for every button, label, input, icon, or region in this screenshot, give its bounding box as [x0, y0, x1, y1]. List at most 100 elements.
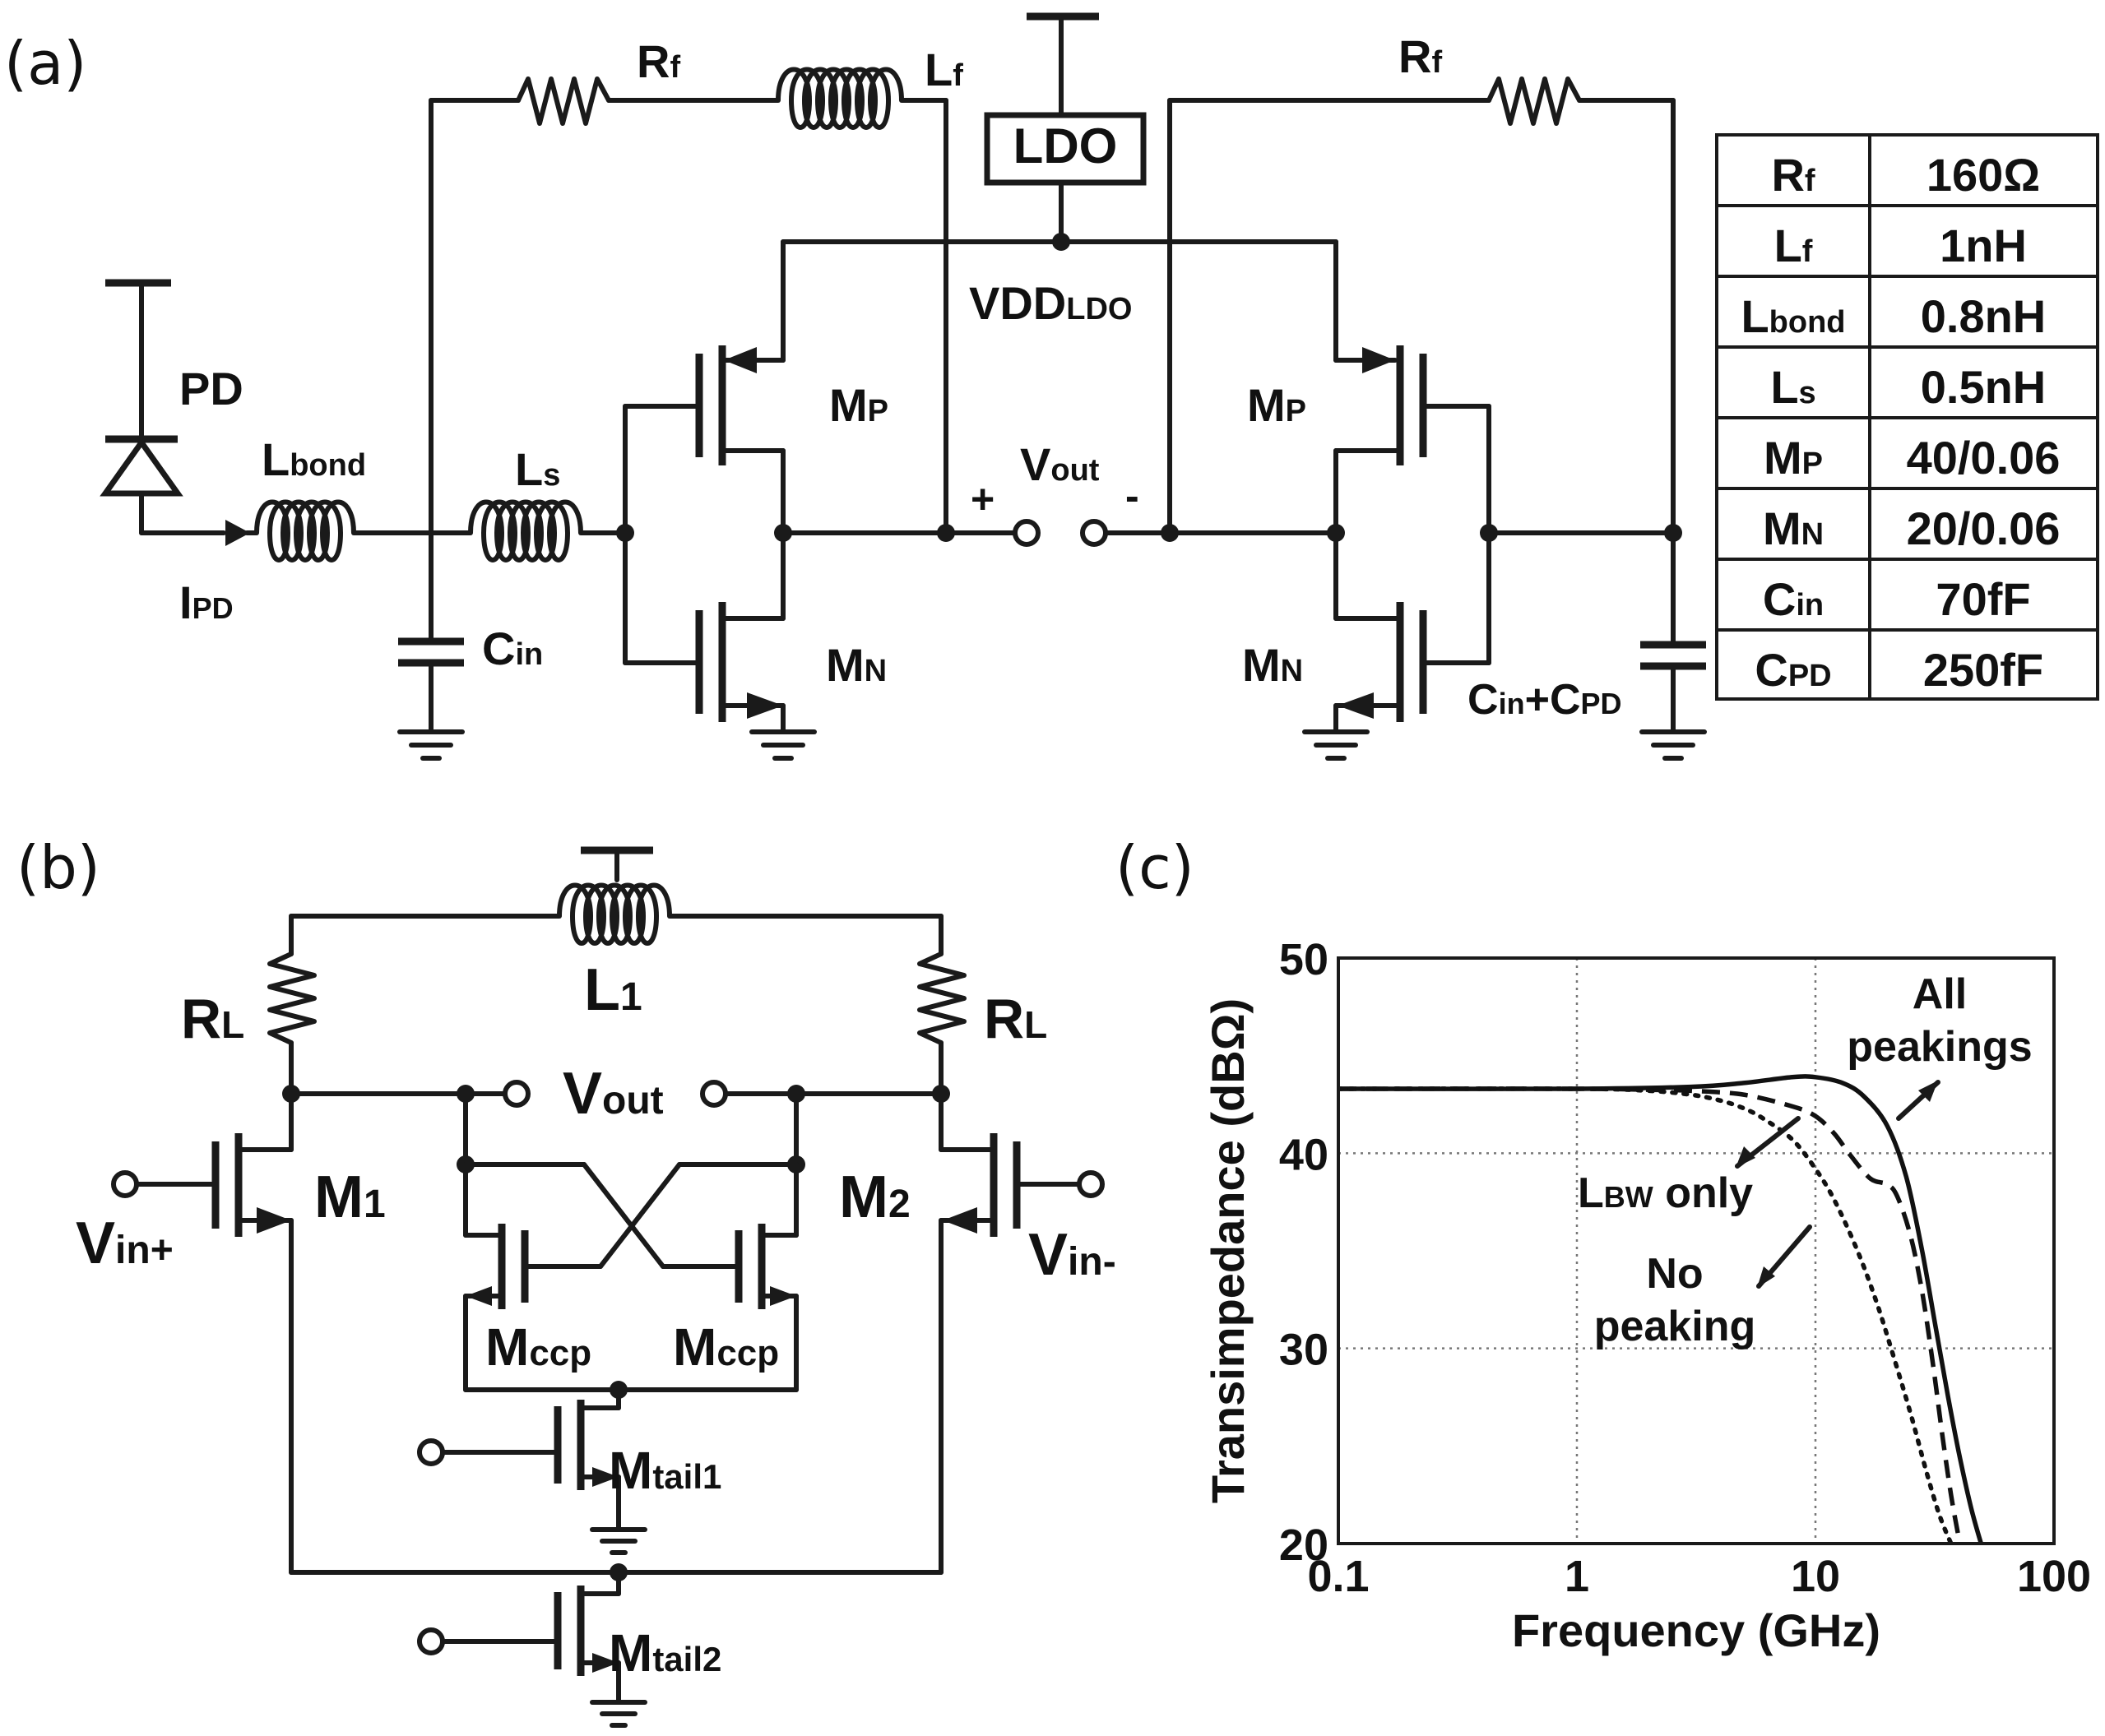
mtail1-gate-terminal: [417, 1438, 445, 1466]
cin-label: Cin: [482, 623, 543, 674]
table-row: MN 20/0.06: [1763, 502, 2060, 554]
param-value: 70fF: [1936, 573, 2030, 625]
m2-label: M2: [839, 1164, 911, 1230]
photodiode: [100, 279, 259, 546]
lf-label: Lf: [925, 44, 963, 95]
lbond-inductor: [254, 499, 356, 562]
vout-b-left-terminal: [503, 1080, 531, 1108]
panel-b-label: (b): [16, 833, 100, 902]
vout-a-label: Vout: [1020, 438, 1100, 490]
annotation-all-arrow-head: [1918, 1081, 1938, 1102]
param-value: 160Ω: [1926, 149, 2040, 201]
param-name: CPD: [1755, 644, 1831, 696]
vout-minus-terminal: [1080, 519, 1108, 547]
param-name: MP: [1764, 432, 1823, 484]
parameter-table: [1715, 133, 2099, 701]
y-tick-label: 50: [1279, 935, 1328, 984]
mn-right-arrow: [1338, 692, 1374, 719]
param-value: 40/0.06: [1907, 432, 2061, 484]
table-row: CPD 250fF: [1755, 644, 2043, 696]
param-value: 0.8nH: [1921, 290, 2047, 342]
mp-left-arrow: [724, 347, 757, 373]
chart-curves: [1338, 1074, 1984, 1544]
current-arrow: [225, 520, 250, 546]
cin-cpd-label: Cin+CPD: [1467, 676, 1622, 724]
mp-right-label: MP: [1247, 379, 1306, 431]
rl-left-resistor: [267, 951, 317, 1045]
panel-c-label: (c): [1115, 833, 1194, 902]
mtail1-label: Mtail1: [609, 1441, 721, 1500]
cross-coupled-pair: [457, 1091, 805, 1399]
m1-transistor: [111, 1091, 294, 1575]
ls-label: Ls: [515, 443, 560, 495]
mtail2-transistor: [417, 1570, 647, 1728]
rf-left-label: Rf: [637, 35, 680, 87]
series-line-solid: [1338, 1074, 1984, 1544]
x-tick-label: 100: [2017, 1552, 2091, 1601]
vout-plus-sign: +: [971, 476, 995, 522]
y-tick-label: 30: [1279, 1326, 1328, 1375]
param-value: 0.5nH: [1921, 361, 2047, 413]
right-inverter: [1161, 239, 1682, 761]
mp-left-label: MP: [829, 379, 888, 431]
ldo-block: [984, 12, 1147, 244]
table-row: Lf 1nH: [1774, 220, 2027, 271]
rf-right-resistor: [1486, 76, 1582, 126]
annotation-all-peakings-line2: peakings: [1847, 1023, 2032, 1071]
l1-inductor: [557, 882, 672, 946]
ipd-label: IPD: [179, 576, 234, 628]
vout-b-right-terminal: [700, 1080, 728, 1108]
mn-left-label: MN: [826, 639, 887, 691]
series-line-dotted: [1338, 1086, 1954, 1544]
annotation-no-peaking-line1: No: [1646, 1250, 1703, 1298]
mccp-right-label: Mccp: [673, 1317, 779, 1377]
mtail2-label: Mtail2: [609, 1623, 721, 1683]
table-row: Cin 70fF: [1763, 573, 2031, 625]
param-value: 1nH: [1940, 220, 2027, 271]
table-row: Lbond 0.8nH: [1741, 290, 2046, 342]
x-axis-label: Frequency (GHz): [1512, 1604, 1880, 1656]
param-name: MN: [1763, 502, 1824, 554]
cin-cpd-capacitor: [1639, 641, 1707, 761]
m2-transistor: [939, 1091, 1105, 1575]
panel-a: (a) PD IPD Lbond Ls: [4, 12, 2099, 761]
table-row: Ls 0.5nH: [1770, 361, 2046, 413]
rl-left-label: RL: [181, 988, 244, 1050]
param-name: Ls: [1770, 361, 1815, 413]
annotation-all-peakings-line1: All: [1913, 970, 1967, 1018]
param-name: Lbond: [1741, 290, 1845, 342]
y-tick-label: 20: [1279, 1521, 1328, 1570]
cin-capacitor: [397, 530, 465, 761]
mn-left-arrow: [747, 692, 783, 719]
diode-triangle: [100, 437, 183, 497]
annotation-lbw-arrow-head: [1736, 1146, 1755, 1168]
rl-right-label: RL: [984, 988, 1047, 1050]
mtail1-transistor: [417, 1387, 647, 1555]
ldo-label: LDO: [1013, 118, 1118, 174]
l1-label: L1: [584, 957, 642, 1023]
y-tick-label: 40: [1279, 1130, 1328, 1179]
rf-left-resistor: [516, 76, 611, 126]
panel-a-label: (a): [4, 29, 86, 98]
rl-right-resistor: [917, 951, 967, 1045]
mtail2-gate-terminal: [417, 1627, 445, 1655]
vin-minus-label: Vin-: [1028, 1222, 1116, 1288]
x-tick-label: 1: [1565, 1552, 1589, 1601]
plot-frame: [1337, 956, 2056, 1545]
vout-plus-terminal: [1013, 519, 1041, 547]
vin-minus-terminal: [1077, 1170, 1105, 1198]
mccp-left-label: Mccp: [485, 1317, 591, 1377]
mp-right-arrow: [1362, 347, 1395, 373]
y-axis-label: Transimpedance (dBΩ): [1202, 998, 1254, 1503]
param-value: 250fF: [1923, 644, 2043, 696]
param-name: Lf: [1774, 220, 1813, 271]
vdd-ldo-label: VDDLDO: [969, 277, 1132, 329]
table-row: MP 40/0.06: [1764, 432, 2060, 484]
param-name: Cin: [1763, 573, 1824, 625]
annotation-nopk-arrow-head: [1757, 1266, 1775, 1288]
lf-inductor: [776, 67, 904, 130]
ls-inductor: [468, 499, 583, 562]
vout-b-label: Vout: [563, 1061, 664, 1127]
